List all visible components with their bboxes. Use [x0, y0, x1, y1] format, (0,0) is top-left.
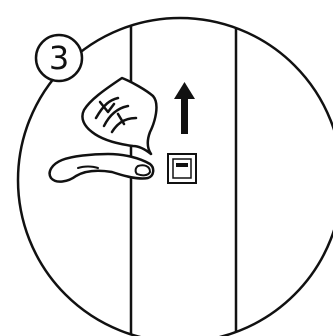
- latch-button-icon: [168, 154, 196, 183]
- step-number-label: 3: [35, 34, 83, 82]
